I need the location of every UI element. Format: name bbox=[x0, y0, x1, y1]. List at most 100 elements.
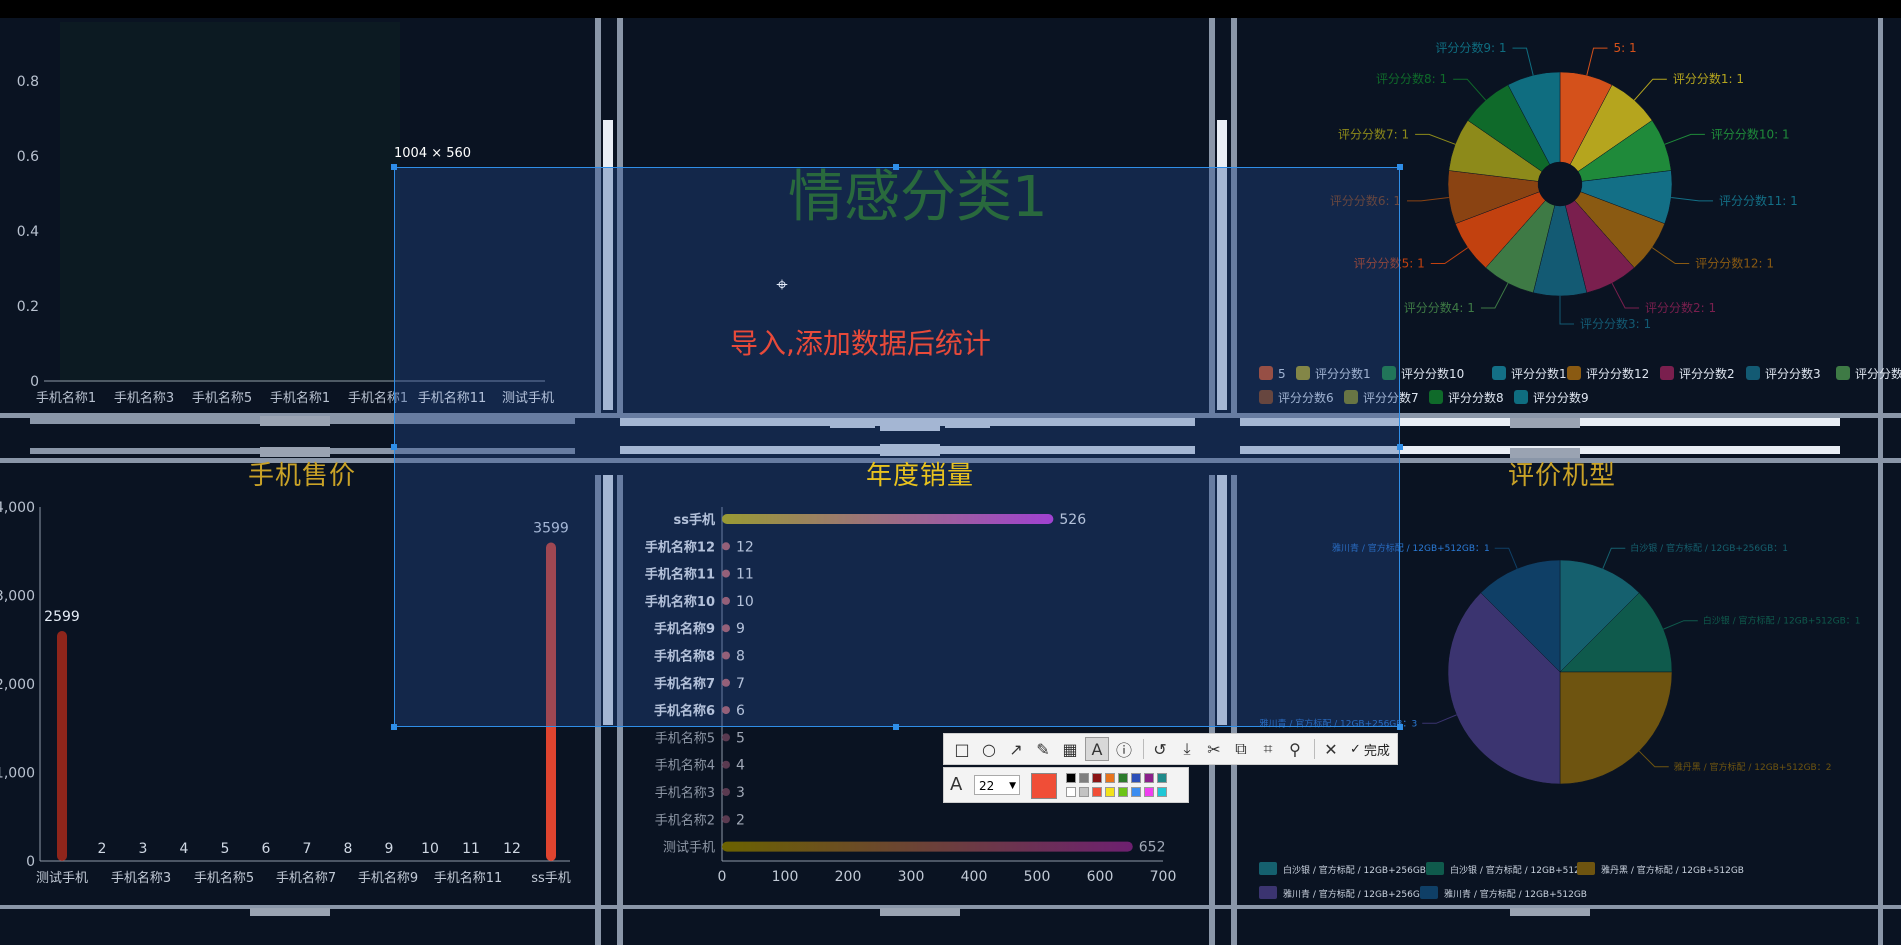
cut-icon[interactable]: ✂ bbox=[1207, 739, 1221, 759]
resize-handle[interactable] bbox=[1397, 444, 1403, 450]
frame-connector bbox=[880, 908, 960, 916]
legend-label: 白沙银 / 官方标配 / 12GB+256GB bbox=[1283, 864, 1426, 876]
resize-handle[interactable] bbox=[1397, 164, 1403, 170]
color-swatch[interactable] bbox=[1079, 787, 1089, 797]
color-swatch[interactable] bbox=[1066, 787, 1076, 797]
sentiment-title: 情感分类1 bbox=[788, 165, 1048, 230]
done-button[interactable]: ✓完成 bbox=[1350, 740, 1390, 759]
resize-handle[interactable] bbox=[1397, 724, 1403, 730]
y-tick-label: 0 bbox=[30, 374, 39, 390]
y-category-label: 手机名称11 bbox=[645, 567, 715, 583]
bar bbox=[722, 624, 730, 633]
resize-handle[interactable] bbox=[391, 444, 397, 450]
data-label: 2599 bbox=[44, 609, 80, 625]
bar bbox=[722, 651, 730, 660]
color-swatch[interactable] bbox=[1118, 787, 1128, 797]
pie-label-line bbox=[1453, 78, 1487, 101]
text-tool-icon[interactable]: A bbox=[1085, 737, 1109, 761]
sales-title: 年度销量 bbox=[866, 461, 975, 491]
legend-label: 评分分数12 bbox=[1586, 366, 1649, 381]
color-swatch[interactable] bbox=[1066, 773, 1076, 783]
legend-swatch bbox=[1296, 366, 1310, 380]
pie-label: 评分分数12: 1 bbox=[1695, 256, 1774, 271]
y-tick-label: 0.8 bbox=[17, 74, 39, 90]
legend-label: 雅川青 / 官方标配 / 12GB+256GB bbox=[1283, 888, 1426, 900]
pie-label: 白沙银 / 官方标配 / 12GB+256GB：1 bbox=[1630, 542, 1788, 554]
done-label: 完成 bbox=[1363, 743, 1390, 759]
screenshot-selection[interactable] bbox=[394, 167, 1400, 727]
font-icon: A bbox=[950, 774, 963, 795]
number-tool-icon[interactable]: ⓘ bbox=[1115, 741, 1132, 760]
color-swatch[interactable] bbox=[1131, 787, 1141, 797]
rectangle-tool-icon[interactable]: □ bbox=[954, 739, 970, 759]
legend-swatch bbox=[1259, 886, 1277, 899]
font-size-select[interactable]: 22▼ bbox=[974, 775, 1020, 795]
y-category-label: 手机名称10 bbox=[645, 594, 715, 610]
x-tick-label: 手机名称9 bbox=[358, 870, 418, 886]
pie-label-line bbox=[1633, 78, 1667, 101]
frame-connector bbox=[830, 422, 875, 428]
undo-icon[interactable]: ↺ bbox=[1153, 739, 1167, 759]
current-color[interactable] bbox=[1031, 773, 1057, 799]
color-swatch[interactable] bbox=[1105, 773, 1115, 783]
color-swatch[interactable] bbox=[1157, 773, 1167, 783]
legend-label: 评分分数10 bbox=[1401, 366, 1464, 381]
y-category-label: 手机名称3 bbox=[655, 785, 715, 801]
data-label: 3 bbox=[736, 785, 745, 801]
ellipse-tool-icon[interactable]: ○ bbox=[982, 739, 996, 759]
frame-pillar bbox=[1209, 18, 1215, 413]
pie-label-line bbox=[1422, 714, 1457, 724]
color-swatch[interactable] bbox=[1157, 787, 1167, 797]
color-swatch[interactable] bbox=[1118, 773, 1128, 783]
text-style-toolbar: A 22▼ bbox=[943, 767, 1189, 803]
color-swatch[interactable] bbox=[1079, 773, 1089, 783]
color-swatch[interactable] bbox=[1131, 773, 1141, 783]
arrow-tool-icon[interactable]: ↗ bbox=[1009, 739, 1023, 759]
resize-handle[interactable] bbox=[893, 724, 899, 730]
color-swatch[interactable] bbox=[1144, 773, 1154, 783]
pie-label: 评分分数8: 1 bbox=[1376, 71, 1447, 86]
legend-swatch bbox=[1514, 390, 1528, 404]
color-swatch[interactable] bbox=[1105, 787, 1115, 797]
x-tick-label: 手机名称7 bbox=[276, 870, 336, 886]
download-icon[interactable]: ⤓ bbox=[1183, 739, 1191, 758]
scan-icon[interactable]: ⌗ bbox=[1263, 739, 1273, 758]
toolbar-divider bbox=[1143, 739, 1144, 759]
y-tick-label: 1,000 bbox=[0, 766, 35, 782]
bar bbox=[722, 569, 730, 578]
pin-icon[interactable]: ⚲ bbox=[1289, 739, 1301, 759]
legend-swatch bbox=[1577, 862, 1595, 875]
resize-handle[interactable] bbox=[893, 164, 899, 170]
copy-icon[interactable]: ⧉ bbox=[1235, 739, 1247, 758]
data-label: 6 bbox=[262, 841, 271, 857]
legend-swatch bbox=[1660, 366, 1674, 380]
legend-swatch bbox=[1259, 862, 1277, 875]
frame-pillar bbox=[1231, 18, 1237, 413]
color-swatch[interactable] bbox=[1144, 787, 1154, 797]
color-swatch[interactable] bbox=[1092, 773, 1102, 783]
x-tick-label: 400 bbox=[961, 869, 988, 885]
pen-tool-icon[interactable]: ✎ bbox=[1036, 739, 1050, 759]
model-title: 评价机型 bbox=[1508, 461, 1617, 491]
selection-size-label: 1004 × 560 bbox=[394, 146, 472, 161]
frame-pillar bbox=[1217, 475, 1223, 725]
top-bar bbox=[0, 0, 1901, 18]
y-category-label: 手机名称2 bbox=[655, 812, 715, 828]
resize-handle[interactable] bbox=[391, 724, 397, 730]
legend-label: 雅川青 / 官方标配 / 12GB+512GB bbox=[1444, 888, 1587, 900]
data-label: 7 bbox=[736, 676, 745, 692]
pie-label-line bbox=[1671, 197, 1713, 202]
legend-label: 评分分数6 bbox=[1278, 390, 1334, 405]
x-tick-label: 200 bbox=[835, 869, 862, 885]
x-tick-label: 手机名称11 bbox=[418, 390, 487, 406]
bar bbox=[722, 678, 730, 687]
y-category-label: 手机名称6 bbox=[654, 703, 715, 719]
pie-label: 评分分数1: 1 bbox=[1673, 71, 1744, 86]
resize-handle[interactable] bbox=[391, 164, 397, 170]
color-swatch[interactable] bbox=[1092, 787, 1102, 797]
close-icon[interactable]: ✕ bbox=[1324, 739, 1338, 759]
mosaic-tool-icon[interactable]: ▦ bbox=[1062, 739, 1078, 759]
bar bbox=[722, 760, 730, 769]
